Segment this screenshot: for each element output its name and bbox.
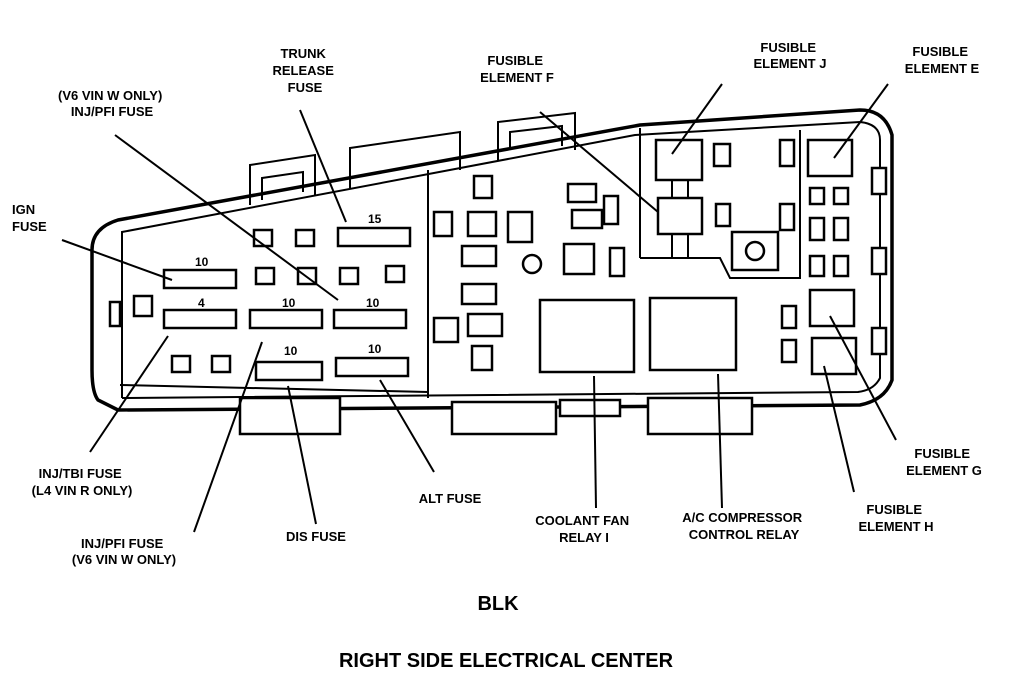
diagram-caption: RIGHT SIDE ELECTRICAL CENTER xyxy=(339,650,674,672)
color-label: BLK xyxy=(477,593,519,615)
fuse-10-top-left xyxy=(162,268,238,290)
fusible-element-e xyxy=(806,138,854,178)
fusible-element-h xyxy=(810,336,858,376)
relay-section xyxy=(432,174,738,374)
fuse-rating-10-mid: 10 xyxy=(282,296,296,310)
fuse-rating-10-top-left: 10 xyxy=(195,255,209,269)
label-coolant-fan-relay: COOLANT FAN RELAY I xyxy=(535,513,633,545)
label-fusible-element-j: FUSIBLE ELEMENT J xyxy=(754,40,827,71)
fuse-section: 15 10 4 10 10 10 10 xyxy=(162,212,412,382)
callouts: TRUNK RELEASE FUSE (V6 VIN W ONLY) INJ/P… xyxy=(12,40,982,567)
ac-compressor-relay xyxy=(648,296,738,372)
label-inj-pfi-bottom: INJ/PFI FUSE (V6 VIN W ONLY) xyxy=(72,536,176,567)
label-inj-tbi-fuse: INJ/TBI FUSE (L4 VIN R ONLY) xyxy=(32,466,133,498)
bottom-connectors xyxy=(238,396,754,436)
fuse-4 xyxy=(162,308,238,330)
label-fusible-element-g: FUSIBLE ELEMENT G xyxy=(906,446,982,478)
coolant-fan-relay xyxy=(538,298,636,374)
top-connectors xyxy=(249,111,576,205)
label-fusible-element-f: FUSIBLE ELEMENT F xyxy=(480,53,554,85)
label-ign-fuse: IGN FUSE xyxy=(12,202,47,234)
fuse-10-right-upper xyxy=(332,308,408,330)
fusible-element-j xyxy=(654,138,704,182)
leader-lines xyxy=(61,83,897,533)
label-fusible-element-e: FUSIBLE ELEMENT E xyxy=(905,44,980,76)
fuse-rating-10-bottom-mid: 10 xyxy=(284,344,298,358)
fuse-rating-10-bottom-right: 10 xyxy=(368,342,382,356)
fuse-10-bottom-right xyxy=(334,356,410,378)
label-ac-compressor-relay: A/C COMPRESSOR CONTROL RELAY xyxy=(682,510,806,542)
right-connectors xyxy=(870,166,888,356)
fuse-rating-4: 4 xyxy=(198,296,205,310)
label-dis-fuse: DIS FUSE xyxy=(286,529,346,544)
fusible-element-f xyxy=(656,196,704,236)
fuse-rating-10-right-upper: 10 xyxy=(366,296,380,310)
label-trunk-release-fuse: TRUNK RELEASE FUSE xyxy=(272,46,337,95)
fuse-10-mid xyxy=(248,308,324,330)
label-fusible-element-h: FUSIBLE ELEMENT H xyxy=(858,502,933,534)
fuse-15 xyxy=(336,226,412,248)
fuse-rating-15: 15 xyxy=(368,212,382,226)
label-v6-inj-pfi-top: (V6 VIN W ONLY) INJ/PFI FUSE xyxy=(58,88,166,119)
fuse-10-bottom-mid xyxy=(254,360,324,382)
label-alt-fuse: ALT FUSE xyxy=(419,491,482,506)
